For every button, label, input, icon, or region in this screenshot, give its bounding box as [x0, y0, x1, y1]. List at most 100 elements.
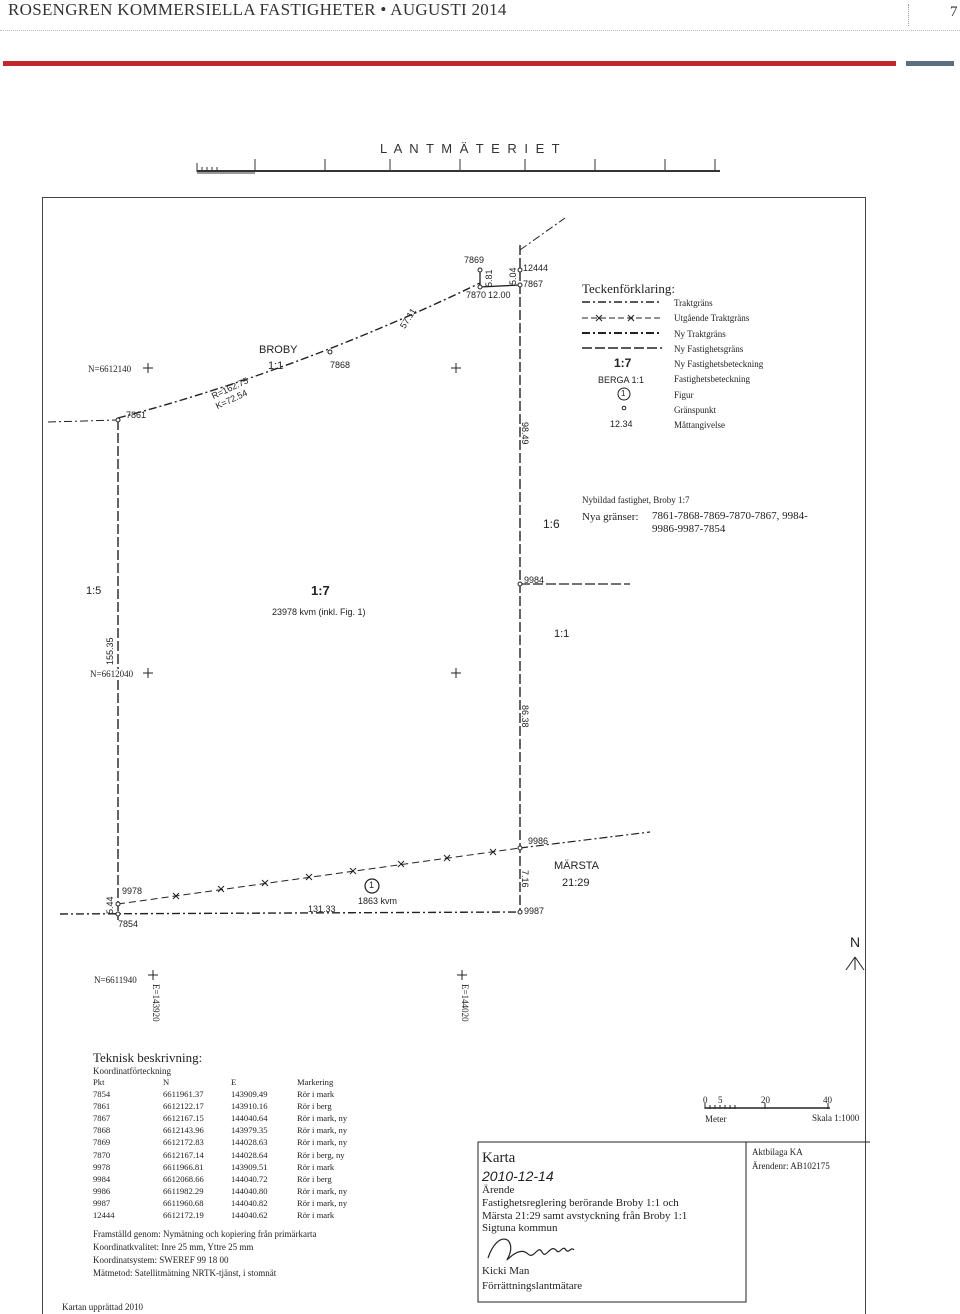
table-cell: 9987: [93, 1197, 111, 1208]
new-property-label: Nya gränser:: [582, 511, 639, 523]
unit-1-5: 1:5: [86, 585, 102, 597]
point-9987: 9987: [524, 906, 545, 916]
table-cell: Rör i mark, ny: [297, 1137, 348, 1148]
karta-municipality: Sigtuna kommun: [482, 1222, 558, 1234]
boundary-9986-east: [519, 831, 651, 849]
scale-tick-5: 5: [718, 1095, 723, 1105]
coordinate-table-header: Pkt N E Markering: [93, 1076, 357, 1088]
area-marsta: MÄRSTA: [554, 860, 600, 872]
legend-sample-figure: 1: [621, 389, 626, 398]
new-property-title: Nybildad fastighet, Broby 1:7: [582, 495, 690, 505]
boundary-northeast: [519, 217, 566, 251]
technical-note-4: Mätmetod: Satellitmätning NRTK-tjänst, i…: [93, 1268, 277, 1278]
point-9978: 9978: [122, 886, 143, 896]
header-rule: [0, 30, 960, 31]
point-7854: 7854: [118, 919, 139, 929]
grid-label-e-144020: E=144020: [460, 984, 470, 1022]
new-property-line1: 7861-7868-7869-7870-7867, 9984-: [652, 510, 808, 522]
accent-bar-red: [3, 61, 896, 66]
legend-title: Teckenförklaring:: [582, 281, 675, 296]
table-cell: 143979.35: [231, 1125, 268, 1136]
legend-item-figur: Figur: [674, 390, 694, 400]
table-cell: 144028.64: [231, 1149, 268, 1160]
table-cell: 7854: [93, 1089, 111, 1100]
unit-marsta: 21:29: [562, 877, 590, 889]
table-cell: Rör i mark, ny: [297, 1197, 348, 1208]
table-cell: Rör i berg: [297, 1173, 332, 1184]
legend-item-ny-fastighet: Ny Fastighetsgräns: [674, 344, 744, 354]
table-cell: 6612167.15: [163, 1113, 204, 1124]
north-label: N: [850, 934, 861, 950]
scale-bar: [704, 1103, 830, 1109]
page-number: 7: [950, 4, 958, 20]
table-cell: 7870: [93, 1149, 111, 1160]
table-cell: 7867: [93, 1113, 111, 1124]
table-cell: 7868: [93, 1125, 111, 1136]
table-cell: 6612167.14: [163, 1149, 204, 1160]
figure-area: 1863 kvm: [358, 896, 398, 906]
table-cell: 6612122.17: [163, 1101, 204, 1112]
column-pkt: Pkt: [93, 1077, 105, 1087]
grid-label-n-6612140: N=6612140: [88, 364, 132, 374]
table-cell: 6612068.66: [163, 1173, 204, 1184]
point-9986: 9986: [528, 836, 549, 846]
legend-item-beteckning: Fastighetsbeteckning: [674, 374, 750, 384]
table-cell: 143909.49: [231, 1089, 268, 1100]
legend-item-ny-beteckning: Ny Fastighetsbeteckning: [674, 359, 764, 369]
karta-signer: Kicki Man: [482, 1265, 530, 1277]
figure-number: 1: [369, 880, 375, 890]
grid-label-n-6611940: N=6611940: [94, 975, 137, 985]
appendix-label: Aktbilaga KA: [752, 1147, 803, 1157]
table-cell: 6611966.81: [163, 1161, 204, 1172]
table-cell: 7869: [93, 1137, 111, 1148]
accent-bar-slate: [906, 61, 954, 66]
grid-label-n-6612040: N=6612040: [90, 669, 134, 679]
legend-item-granspunkt: Gränspunkt: [674, 405, 716, 415]
table-cell: Rör i berg: [297, 1101, 332, 1112]
point-7868: 7868: [330, 360, 351, 370]
table-cell: 143909.51: [231, 1161, 268, 1172]
table-cell: Rör i mark, ny: [297, 1185, 348, 1196]
technical-note-1: Framställd genom: Nymätning och kopierin…: [93, 1229, 317, 1239]
table-cell: 144040.72: [231, 1173, 268, 1184]
table-cell: 7861: [93, 1101, 111, 1112]
figure-circle: [364, 878, 380, 894]
measure-98-49: 98.49: [520, 422, 530, 445]
legend-item-traktgrans: Traktgräns: [674, 298, 713, 308]
grid-label-e-143920: E=143920: [151, 984, 161, 1022]
outgoing-trakt-line: [117, 847, 521, 905]
legend-sample-designation: BERGA 1:1: [598, 375, 645, 385]
point-7869: 7869: [464, 255, 485, 265]
scale-unit: Meter: [705, 1114, 727, 1124]
measure-5-04: 5.04: [508, 267, 518, 285]
outgoing-x-marks: [172, 848, 497, 900]
table-cell: 143910.16: [231, 1101, 268, 1112]
area-broby: BROBY: [259, 344, 298, 356]
point-markers: [115, 267, 523, 917]
header-separator: [908, 4, 909, 26]
table-cell: 6611960.68: [163, 1197, 204, 1208]
measure-5-81: 5.81: [484, 269, 494, 287]
measure-86-38: 86.38: [520, 705, 530, 728]
boundary-7870-7867: [479, 284, 521, 288]
measure-7-16: 7.16: [520, 870, 530, 888]
unit-1-7: 1:7: [311, 583, 330, 598]
table-cell: Rör i mark, ny: [297, 1125, 348, 1136]
table-cell: 9986: [93, 1185, 111, 1196]
table-cell: 6611961.37: [163, 1089, 204, 1100]
point-7861: 7861: [126, 410, 147, 420]
unit-broby-1-1: 1:1: [268, 360, 284, 372]
karta-date: 2010-12-14: [482, 1168, 554, 1184]
karta-arende: Ärende: [482, 1184, 515, 1196]
map-created-note: Kartan upprättad 2010: [62, 1302, 143, 1312]
table-cell: 144028.63: [231, 1137, 268, 1148]
technical-note-3: Koordinatsystem: SWEREF 99 18 00: [93, 1255, 229, 1265]
table-cell: 9978: [93, 1161, 111, 1172]
table-cell: Rör i berg, ny: [297, 1149, 345, 1160]
table-cell: 144040.80: [231, 1185, 268, 1196]
